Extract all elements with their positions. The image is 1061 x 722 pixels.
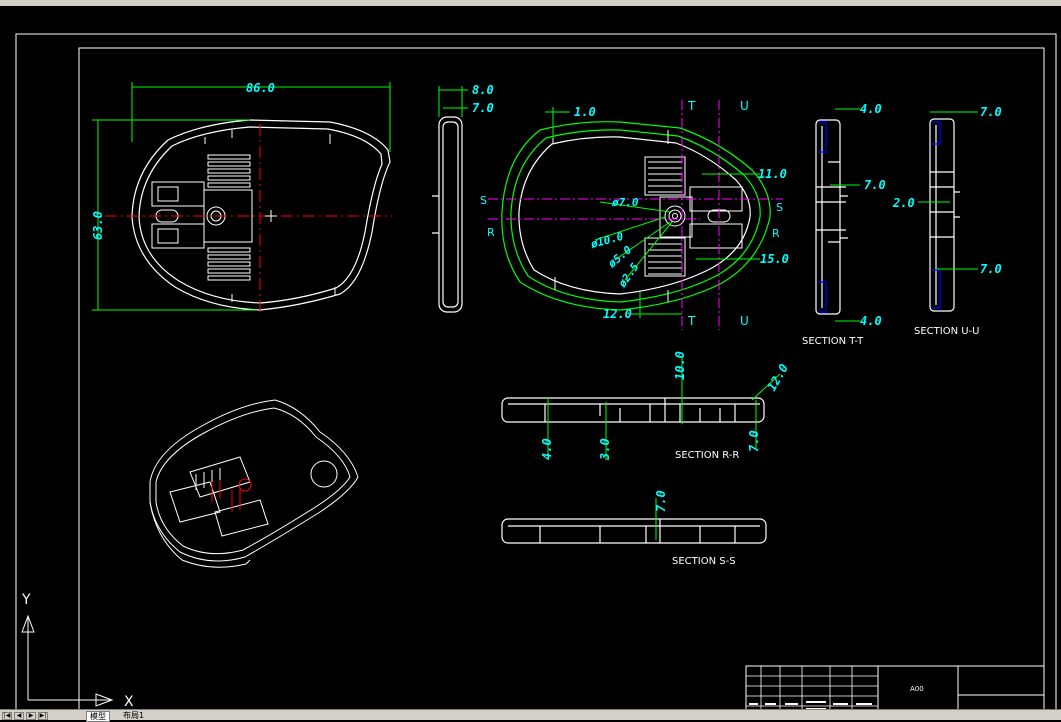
title-block	[745, 665, 1045, 709]
section-uu-view	[929, 118, 960, 312]
dim-uu-mid-2: 2.0	[892, 196, 915, 210]
dim-detail-15: 15.0	[760, 252, 789, 266]
title-block-code: A00	[910, 685, 924, 693]
section-tt-title: SECTION T-T	[802, 336, 864, 347]
section-mark-t-top: T	[687, 99, 696, 113]
side-view-dims	[438, 86, 468, 117]
section-ss-view	[501, 518, 767, 544]
dim-side-8: 8.0	[472, 83, 494, 97]
dim-tt-mid-7: 7.0	[864, 178, 886, 192]
isometric-view	[149, 399, 359, 568]
dim-tt-top-4: 4.0	[860, 102, 882, 116]
ucs-icon	[21, 614, 114, 707]
section-tt-dims	[830, 108, 860, 322]
dim-height-63: 63.0	[91, 211, 105, 240]
drawing-canvas[interactable]: 86.0 63.0 8.0 7.0 T U	[0, 6, 1061, 709]
section-mark-u-bottom: U	[740, 314, 749, 328]
detail-view-dims	[545, 107, 760, 318]
section-mark-t-bottom: T	[687, 314, 696, 328]
ucs-x-label: X	[124, 694, 134, 709]
dim-detail-11: 11.0	[758, 167, 787, 181]
dim-ss-7: 7.0	[654, 490, 668, 512]
section-rr-title: SECTION R-R	[675, 450, 739, 461]
section-lines	[488, 100, 783, 330]
section-ss-title: SECTION S-S	[672, 556, 736, 567]
section-mark-u-top: U	[740, 99, 749, 113]
dim-rr-3: 3.0	[598, 438, 612, 461]
top-view	[105, 119, 392, 312]
detail-view	[501, 121, 771, 311]
dim-detail-1: 1.0	[574, 105, 596, 119]
section-mark-r-left: R	[487, 226, 495, 239]
tab-model[interactable]: 模型	[86, 711, 110, 722]
dim-rr-4: 4.0	[540, 438, 554, 460]
section-mark-r-right: R	[772, 227, 780, 240]
section-rr-view	[501, 397, 765, 423]
dim-tt-bottom-4: 4.0	[860, 314, 882, 328]
section-tt-view	[815, 119, 848, 315]
section-uu-dims	[918, 111, 978, 270]
dim-detail-12: 12.0	[603, 307, 632, 321]
section-mark-s-left: S	[480, 194, 487, 207]
top-view-dims	[92, 82, 391, 311]
sheet-outer-border	[15, 33, 1057, 709]
dim-rr-12: 12.0	[764, 361, 791, 393]
side-view	[432, 116, 463, 313]
section-uu-title: SECTION U-U	[914, 326, 979, 337]
section-rr-dims	[547, 357, 781, 460]
dim-uu-top-7: 7.0	[980, 105, 1002, 119]
dim-width-86: 86.0	[246, 81, 275, 95]
dim-rr-7: 7.0	[747, 430, 761, 452]
dim-detail-phi7: ø7.0	[611, 196, 639, 209]
sheet-inner-border	[78, 47, 1045, 709]
tab-layout1[interactable]: 布局1	[123, 711, 145, 720]
ucs-y-label: Y	[21, 592, 31, 608]
cad-drawing: 86.0 63.0 8.0 7.0 T U	[15, 33, 1057, 709]
layout-tabs-bar: |◀ ◀ ▶ ▶| 模型 布局1	[0, 709, 1061, 722]
section-mark-s-right: S	[776, 201, 783, 214]
dim-side-7: 7.0	[472, 101, 494, 115]
dim-rr-10: 10.0	[673, 351, 687, 380]
dim-uu-bottom-7: 7.0	[980, 262, 1002, 276]
